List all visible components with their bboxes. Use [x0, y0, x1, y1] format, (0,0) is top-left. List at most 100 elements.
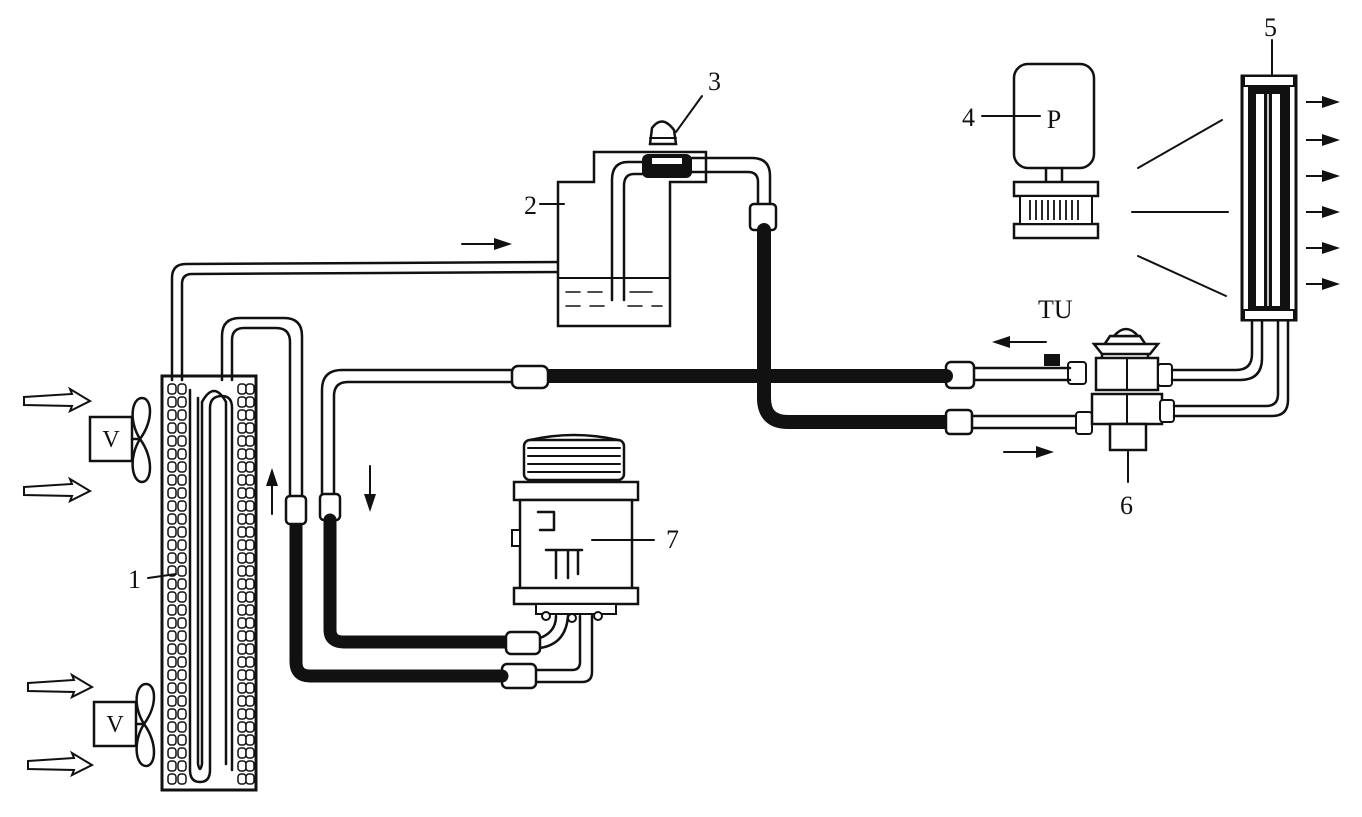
clutch-pulley	[522, 433, 626, 482]
condenser-fin	[177, 578, 187, 590]
label-evaporator: 5	[1264, 13, 1277, 42]
fan-lower: V	[92, 682, 156, 768]
condenser-fin	[237, 669, 247, 681]
compressor	[511, 433, 640, 623]
condenser-fin	[245, 487, 255, 499]
condenser-fin	[237, 565, 247, 577]
discharge-line	[220, 316, 594, 690]
condenser-fin	[245, 422, 255, 434]
condenser-fin	[167, 578, 177, 590]
condenser-fin	[237, 487, 247, 499]
condenser-fin	[245, 695, 255, 707]
condenser-fin	[237, 461, 247, 473]
label-expansion-valve: 6	[1120, 491, 1133, 520]
air-arrow-icon	[23, 386, 93, 414]
suction-line	[318, 360, 1087, 656]
condenser-fin	[167, 747, 177, 759]
condenser-fin	[177, 617, 187, 629]
condenser-fin	[237, 526, 247, 538]
condenser-fin	[245, 513, 255, 525]
condenser-fin	[167, 669, 177, 681]
condenser-fin	[237, 643, 247, 655]
condenser-fin	[177, 669, 187, 681]
condenser-fin	[245, 383, 255, 395]
condenser-fin	[167, 721, 177, 733]
label-condenser: 1	[128, 565, 141, 594]
condenser-fin	[245, 721, 255, 733]
condenser-fin	[245, 773, 255, 785]
condenser-fin	[245, 708, 255, 720]
condenser-fin	[245, 682, 255, 694]
condenser-fin	[177, 474, 187, 486]
condenser-fin	[245, 604, 255, 616]
condenser-fin	[167, 474, 177, 486]
air-arrow-icon	[1306, 170, 1340, 182]
condenser-fin	[237, 617, 247, 629]
air-arrow-icon	[1306, 134, 1340, 146]
condenser-fin	[245, 617, 255, 629]
expansion-valve	[1090, 327, 1175, 452]
condenser-fin	[177, 448, 187, 460]
condenser-fin	[177, 682, 187, 694]
condenser-fin	[237, 513, 247, 525]
condenser-fin	[245, 435, 255, 447]
condenser-fin	[177, 461, 187, 473]
condenser-fin	[177, 526, 187, 538]
condenser-fin	[167, 409, 177, 421]
air-arrow-icon	[1306, 278, 1340, 290]
flow-arrow-icon	[266, 468, 278, 515]
condenser-fin	[177, 760, 187, 772]
evaporator-connection-lines	[1170, 316, 1290, 418]
liquid-line-to-expansion-valve	[690, 156, 1093, 436]
condenser-fin	[177, 539, 187, 551]
condenser-fin	[245, 409, 255, 421]
flow-arrow-icon	[992, 336, 1047, 348]
air-arrow-icon	[27, 750, 95, 778]
condenser-fin	[177, 747, 187, 759]
condenser-fin	[167, 539, 177, 551]
condenser-fin	[177, 591, 187, 603]
condenser-fin	[237, 578, 247, 590]
condenser-fin	[237, 409, 247, 421]
condenser-fin	[167, 513, 177, 525]
condenser-fin	[237, 500, 247, 512]
condenser-fin	[177, 656, 187, 668]
condenser-fin	[245, 643, 255, 655]
condenser-fin	[167, 435, 177, 447]
condenser-fin	[237, 760, 247, 772]
air-arrow-icon	[1306, 96, 1340, 108]
condenser-fin	[237, 708, 247, 720]
condenser-fin	[167, 461, 177, 473]
air-arrow-icon	[23, 476, 93, 504]
condenser-fin	[245, 656, 255, 668]
condenser-fin	[177, 383, 187, 395]
condenser-fin	[167, 695, 177, 707]
label-receiver: 2	[524, 191, 537, 220]
pressure-symbol: P	[1047, 105, 1061, 134]
condenser-fin	[177, 565, 187, 577]
condenser-fin	[177, 695, 187, 707]
condenser-fin	[237, 630, 247, 642]
condenser-fin	[177, 643, 187, 655]
condenser-fin	[245, 552, 255, 564]
condenser-fin	[177, 552, 187, 564]
condenser-fin	[245, 734, 255, 746]
label-sight-glass: 3	[708, 67, 721, 96]
air-arrow-icon	[1306, 242, 1340, 254]
condenser-fin	[167, 526, 177, 538]
condenser-fin	[167, 643, 177, 655]
condenser-fin	[245, 396, 255, 408]
condenser-fin	[237, 656, 247, 668]
condenser-fin	[167, 630, 177, 642]
condenser-fins	[167, 383, 255, 785]
condenser-fin	[167, 617, 177, 629]
fan-motor-box	[92, 700, 138, 748]
label-temp-sensor: TU	[1038, 295, 1073, 324]
condenser-fin	[237, 422, 247, 434]
condenser-fin	[237, 604, 247, 616]
condenser-fin	[177, 500, 187, 512]
condenser-fin	[245, 591, 255, 603]
condenser-fin	[167, 773, 177, 785]
